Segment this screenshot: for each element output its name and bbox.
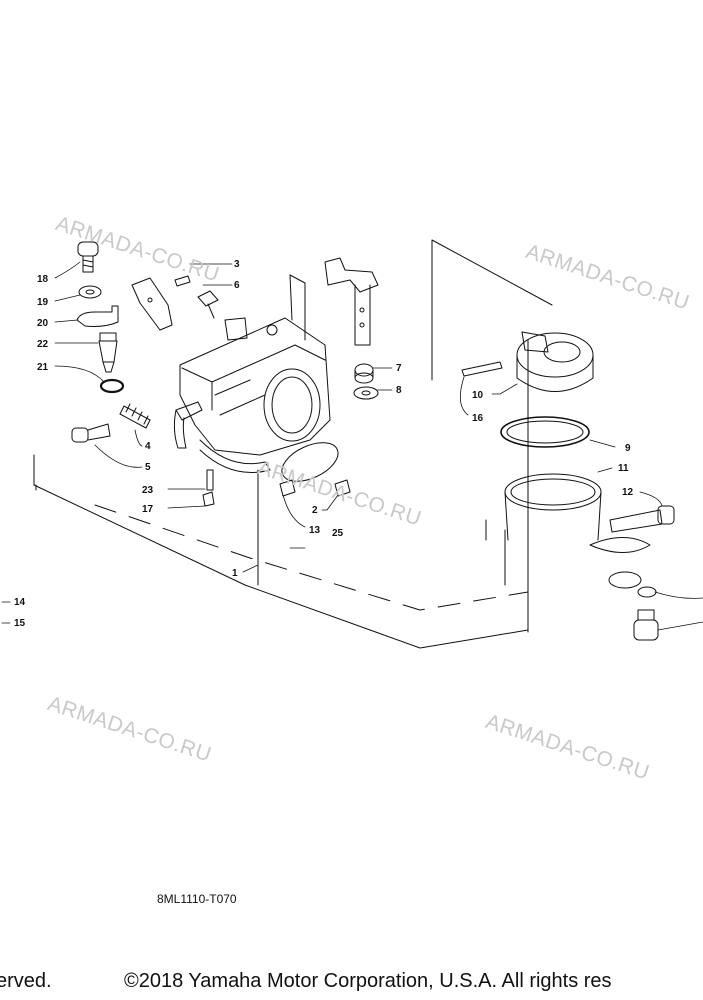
assembly-dashed-edge <box>94 504 529 611</box>
copyright-line: erved. ©2018 Yamaha Motor Corporation, U… <box>0 970 612 993</box>
callout-25: 25 <box>332 528 344 539</box>
float-bowl-frame <box>257 239 553 633</box>
callout-2: 2 <box>312 505 318 516</box>
drain-bolt <box>633 609 659 641</box>
throttle-shaft <box>324 257 379 346</box>
callout-6: 6 <box>234 280 240 291</box>
callout-16: 16 <box>472 413 484 424</box>
assembly-outline <box>33 454 529 649</box>
callout-13: 13 <box>309 525 321 536</box>
callout-18: 18 <box>37 274 49 285</box>
part-3-plate <box>131 277 173 331</box>
callout-9: 9 <box>625 443 631 454</box>
callout-11: 11 <box>618 463 629 474</box>
part-20-plate <box>76 305 119 327</box>
throttle-disc <box>281 442 339 482</box>
drain-plug <box>589 537 651 553</box>
part-17-clip <box>202 491 215 507</box>
callout-22: 22 <box>37 339 49 350</box>
diagram-code: 8ML1110-T070 <box>157 892 237 906</box>
part-21-o-ring <box>99 378 125 394</box>
callout-14: 14 <box>14 597 26 608</box>
part-5-screw <box>71 423 111 443</box>
part-9-gasket <box>500 416 590 448</box>
part-23-pin <box>206 469 214 491</box>
part-8-seal <box>353 386 379 400</box>
part-13-screw <box>279 479 296 497</box>
callout-19: 19 <box>37 297 49 308</box>
callout-8: 8 <box>396 385 402 396</box>
copyright-left-fragment: erved. <box>0 970 52 992</box>
callout-1: 1 <box>232 568 238 579</box>
part-6-screw <box>197 290 219 319</box>
callout-10: 10 <box>472 390 484 401</box>
callout-4: 4 <box>145 441 151 452</box>
callout-7: 7 <box>396 363 402 374</box>
part-2-screw <box>334 479 351 497</box>
part-10-float <box>516 331 594 392</box>
part-12-screw <box>609 505 675 533</box>
callout-23: 23 <box>142 485 154 496</box>
copyright-text: ©2018 Yamaha Motor Corporation, U.S.A. A… <box>124 970 612 992</box>
part-16-pin <box>461 361 503 377</box>
callout-12: 12 <box>622 487 634 498</box>
carburetor-body <box>173 274 331 473</box>
part-18-bolt <box>77 241 99 273</box>
part-19-washer <box>78 285 102 299</box>
callout-20: 20 <box>37 318 49 329</box>
callout-21: 21 <box>37 362 49 373</box>
part-4-spring <box>119 403 151 429</box>
callout-3: 3 <box>234 259 240 270</box>
drain-washer <box>637 586 657 598</box>
callout-17: 17 <box>142 504 154 515</box>
callout-5: 5 <box>145 462 151 473</box>
part-11-float-bowl <box>504 473 602 541</box>
callout-15: 15 <box>14 618 26 629</box>
part-22-jet <box>98 332 118 373</box>
